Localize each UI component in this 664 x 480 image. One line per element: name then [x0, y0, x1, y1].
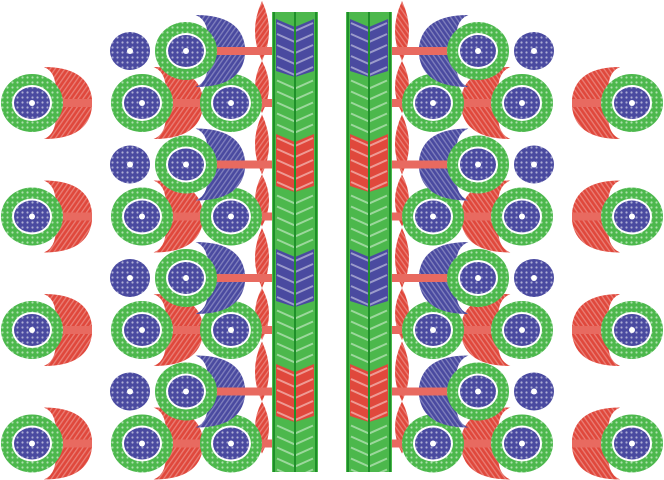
- flower-eye: [519, 440, 525, 447]
- band-chevron: [350, 468, 388, 479]
- stem: [165, 439, 205, 448]
- small-flower-eye: [531, 48, 537, 54]
- stem: [205, 160, 276, 169]
- flower-eye: [519, 213, 525, 220]
- flower-eye: [228, 440, 234, 447]
- flower-eye: [29, 440, 35, 447]
- stem: [388, 212, 414, 221]
- flower-eye: [29, 213, 35, 220]
- flower-eye: [475, 388, 481, 395]
- stem: [388, 160, 459, 169]
- stem: [388, 99, 414, 107]
- stem: [572, 212, 609, 221]
- stem: [388, 47, 459, 55]
- stem: [459, 212, 499, 221]
- flower-eye: [430, 213, 436, 220]
- flower-eye: [430, 327, 436, 333]
- stem: [250, 326, 276, 334]
- flower-eye: [519, 100, 525, 106]
- flower-eye: [629, 327, 635, 333]
- stem: [459, 439, 499, 448]
- vertical-leaf-texture: [395, 114, 409, 175]
- flower-eye: [475, 48, 481, 54]
- vertical-leaf-texture: [395, 228, 409, 288]
- flower-eye: [629, 100, 635, 106]
- stem: [572, 99, 609, 107]
- stem: [572, 326, 609, 334]
- stem: [459, 326, 499, 334]
- flower-eye: [139, 440, 145, 447]
- flower-eye: [629, 213, 635, 220]
- right-half: [346, 1, 663, 480]
- small-flower-eye: [127, 161, 133, 168]
- stem: [250, 439, 276, 448]
- small-flower-eye: [531, 161, 537, 168]
- vertical-leaf-texture: [255, 228, 269, 288]
- small-flower-eye: [127, 48, 133, 54]
- flower-eye: [139, 327, 145, 333]
- flower-eye: [475, 161, 481, 168]
- stem: [55, 212, 92, 221]
- band-chevron: [276, 468, 314, 479]
- flower-eye: [430, 100, 436, 106]
- flower-eye: [29, 327, 35, 333]
- stem: [55, 99, 92, 107]
- flower-eye: [29, 100, 35, 106]
- vertical-leaf-texture: [395, 1, 409, 61]
- flower-eye: [183, 161, 189, 168]
- stem: [205, 387, 276, 396]
- flower-eye: [475, 275, 481, 281]
- flower-eye: [430, 440, 436, 447]
- stem: [388, 439, 414, 448]
- left-half: [1, 1, 318, 480]
- stem: [55, 326, 92, 334]
- flower-eye: [629, 440, 635, 447]
- flower-eye: [228, 100, 234, 106]
- vertical-leaf-texture: [395, 341, 409, 402]
- flower-eye: [139, 100, 145, 106]
- stem: [165, 99, 205, 107]
- stem: [250, 212, 276, 221]
- small-flower-eye: [531, 388, 537, 395]
- stem: [205, 47, 276, 55]
- stem: [572, 439, 609, 448]
- vertical-leaf-texture: [255, 1, 269, 61]
- stem: [459, 99, 499, 107]
- flower-eye: [183, 275, 189, 281]
- stem: [250, 99, 276, 107]
- flower-eye: [228, 327, 234, 333]
- vertical-leaf-texture: [255, 341, 269, 402]
- flower-eye: [228, 213, 234, 220]
- stem: [388, 274, 459, 282]
- stem: [55, 439, 92, 448]
- stem: [165, 212, 205, 221]
- flower-eye: [519, 327, 525, 333]
- stem: [205, 274, 276, 282]
- small-flower-eye: [127, 388, 133, 395]
- stem: [388, 387, 459, 396]
- small-flower-eye: [127, 275, 133, 281]
- stem: [388, 326, 414, 334]
- stem: [165, 326, 205, 334]
- flower-eye: [183, 388, 189, 395]
- vertical-leaf-texture: [255, 114, 269, 175]
- flower-eye: [139, 213, 145, 220]
- flower-eye: [183, 48, 189, 54]
- small-flower-eye: [531, 275, 537, 281]
